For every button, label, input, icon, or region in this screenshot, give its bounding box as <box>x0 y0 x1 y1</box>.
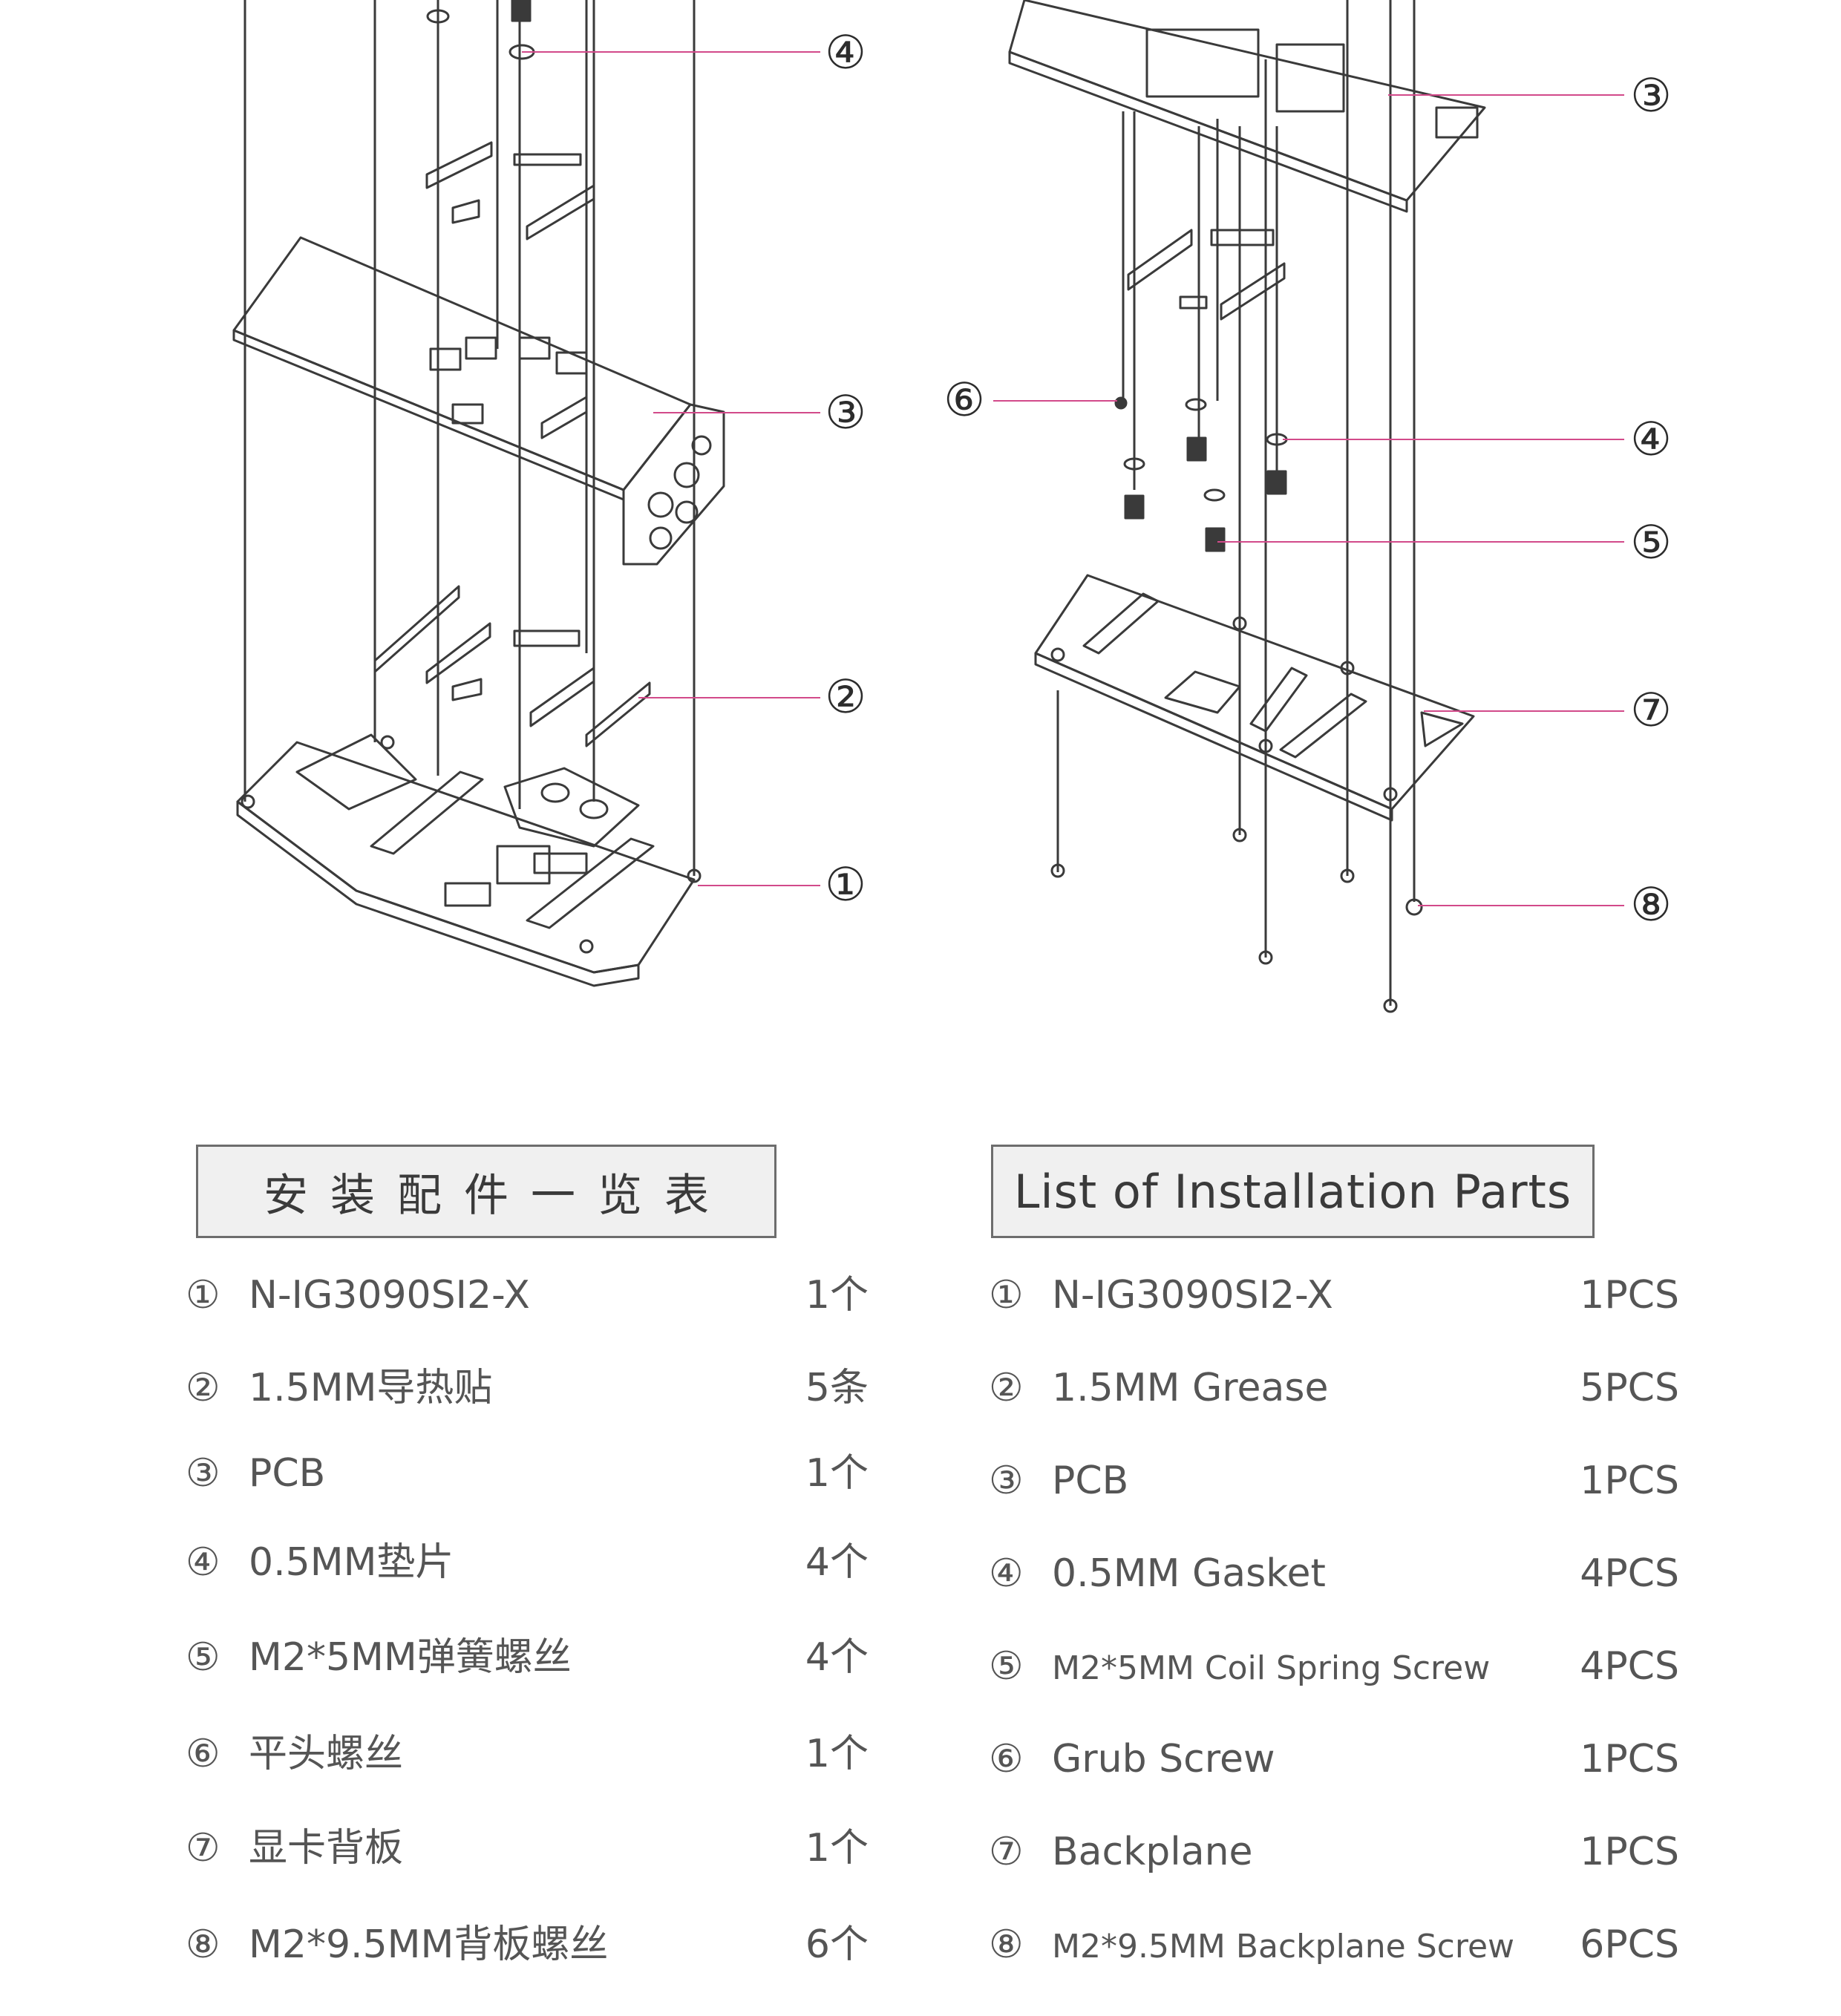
item-number: ⑧ <box>989 1922 1024 1967</box>
list-item: ⑥ 平头螺丝 1个 <box>186 1724 869 1784</box>
callout-left-3: ③ <box>825 385 866 439</box>
exploded-assembly-diagram <box>232 0 1624 1013</box>
item-number: ⑧ <box>186 1922 220 1967</box>
item-qty: 1个 <box>805 1273 869 1318</box>
callout-right-5: ⑤ <box>1630 515 1672 569</box>
list-item: ① N-IG3090SI2-X 1PCS <box>989 1266 1679 1325</box>
leader-lines <box>522 51 1624 906</box>
parts-list-title-cn: 安装配件一览表 <box>196 1145 776 1238</box>
item-qty: 5PCS <box>1580 1366 1679 1410</box>
list-item: ④ 0.5MM垫片 4个 <box>186 1533 869 1592</box>
item-name: M2*9.5MM背板螺丝 <box>249 1922 609 1967</box>
item-name: Grub Screw <box>1052 1737 1275 1781</box>
item-name: 0.5MM Gasket <box>1052 1551 1326 1596</box>
list-item: ⑦ 显卡背板 1个 <box>186 1819 869 1878</box>
callout-left-2: ② <box>825 670 866 724</box>
list-item: ⑤ M2*5MM弹簧螺丝 4个 <box>186 1628 869 1687</box>
item-name: M2*5MM弹簧螺丝 <box>249 1635 572 1680</box>
item-qty: 1个 <box>805 1732 869 1776</box>
item-name: Backplane <box>1052 1830 1253 1874</box>
item-qty: 4PCS <box>1580 1551 1679 1596</box>
callout-right-8: ⑧ <box>1630 877 1672 932</box>
list-item: ② 1.5MM Grease 5PCS <box>989 1358 1679 1418</box>
item-number: ⑦ <box>186 1826 220 1871</box>
item-name: 1.5MM导热贴 <box>249 1366 493 1410</box>
list-item: ③ PCB 1PCS <box>989 1451 1679 1511</box>
item-number: ② <box>989 1366 1024 1410</box>
item-name: 1.5MM Grease <box>1052 1366 1329 1410</box>
item-qty: 1PCS <box>1580 1737 1679 1781</box>
item-number: ⑥ <box>989 1737 1024 1781</box>
list-item: ⑧ M2*9.5MM Backplane Screw 6PCS <box>989 1915 1679 1974</box>
item-name: N-IG3090SI2-X <box>1052 1273 1333 1318</box>
callout-left-1: ① <box>825 857 866 912</box>
callout-right-3: ③ <box>1630 68 1672 122</box>
item-qty: 1PCS <box>1580 1830 1679 1874</box>
item-qty: 1个 <box>805 1826 869 1871</box>
list-item: ⑥ Grub Screw 1PCS <box>989 1729 1679 1789</box>
item-qty: 1PCS <box>1580 1459 1679 1503</box>
item-name: 显卡背板 <box>249 1826 404 1871</box>
left-assembly <box>232 0 725 987</box>
item-number: ⑤ <box>186 1635 220 1680</box>
item-qty: 4个 <box>805 1635 869 1680</box>
list-item: ④ 0.5MM Gasket 4PCS <box>989 1544 1679 1603</box>
item-number: ⑦ <box>989 1830 1024 1874</box>
item-number: ① <box>186 1273 220 1318</box>
callout-left-4: ④ <box>825 25 866 79</box>
item-qty: 6个 <box>805 1922 869 1967</box>
item-name: 平头螺丝 <box>249 1732 404 1776</box>
parts-list-title-en: List of Installation Parts <box>991 1145 1595 1238</box>
item-name: 0.5MM垫片 <box>249 1540 454 1585</box>
list-item: ② 1.5MM导热贴 5条 <box>186 1358 869 1418</box>
list-item: ⑧ M2*9.5MM背板螺丝 6个 <box>186 1915 869 1974</box>
item-name: PCB <box>1052 1459 1129 1503</box>
item-number: ③ <box>989 1459 1024 1503</box>
item-number: ① <box>989 1273 1024 1318</box>
item-name: M2*5MM Coil Spring Screw <box>1052 1649 1491 1687</box>
list-item: ⑤ M2*5MM Coil Spring Screw 4PCS <box>989 1637 1679 1696</box>
item-number: ③ <box>186 1451 220 1496</box>
item-name: N-IG3090SI2-X <box>249 1273 530 1318</box>
item-name: PCB <box>249 1451 326 1496</box>
callout-right-4: ④ <box>1630 412 1672 466</box>
list-item: ③ PCB 1个 <box>186 1444 869 1503</box>
callout-right-7: ⑦ <box>1630 683 1672 737</box>
item-number: ⑤ <box>989 1644 1024 1689</box>
item-qty: 5条 <box>805 1366 869 1410</box>
item-name: M2*9.5MM Backplane Screw <box>1052 1928 1515 1966</box>
item-number: ④ <box>186 1540 220 1585</box>
list-item: ⑦ Backplane 1PCS <box>989 1822 1679 1882</box>
item-number: ② <box>186 1366 220 1410</box>
item-number: ④ <box>989 1551 1024 1596</box>
item-qty: 6PCS <box>1580 1922 1679 1967</box>
list-item: ① N-IG3090SI2-X 1个 <box>186 1266 869 1325</box>
item-number: ⑥ <box>186 1732 220 1776</box>
item-qty: 4PCS <box>1580 1644 1679 1689</box>
item-qty: 1PCS <box>1580 1273 1679 1318</box>
callout-right-6: ⑥ <box>944 373 985 427</box>
item-qty: 4个 <box>805 1540 869 1585</box>
item-qty: 1个 <box>805 1451 869 1496</box>
right-assembly <box>1008 0 1486 1013</box>
